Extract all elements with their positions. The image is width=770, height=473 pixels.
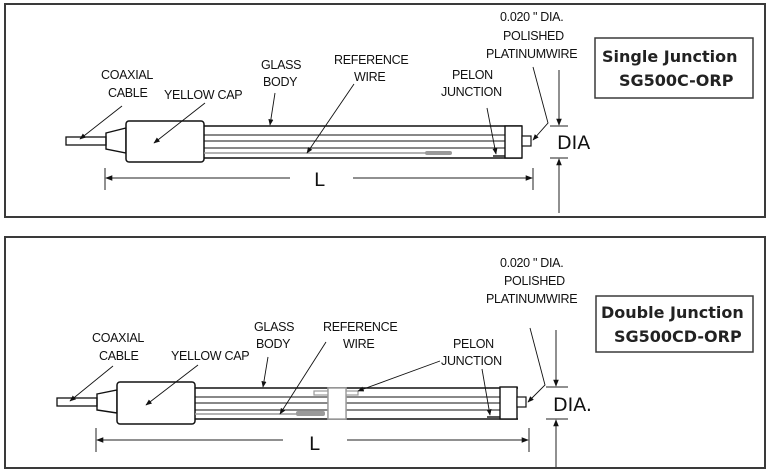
coaxial-label-line2: CABLE	[99, 349, 139, 363]
pelon-junction-leader	[486, 107, 498, 155]
yellow-cap-label: YELLOW CAP	[171, 349, 249, 363]
pelon-label-line1: PELON	[453, 337, 494, 351]
coaxial-leader	[69, 365, 114, 402]
platinum-label-line1: 0.020 " DIA.	[500, 256, 563, 270]
diameter-label: DIA	[557, 132, 590, 154]
platinum-wire	[516, 396, 527, 408]
end-cap	[499, 386, 518, 420]
reference-label-line1: REFERENCE	[334, 53, 408, 67]
title-line1: Double Junction	[601, 303, 744, 322]
platinum-label-line2: POLISHED	[504, 274, 565, 288]
electrode-drawing	[56, 381, 527, 425]
coaxial-cable	[65, 136, 107, 146]
reference-label-line1: REFERENCE	[323, 320, 397, 334]
glass-label-line2: BODY	[256, 337, 291, 351]
yellow-cap	[116, 381, 196, 425]
inner-junction-leader	[357, 360, 441, 392]
glass-body-leader	[261, 356, 269, 388]
model-number: SG500C-ORP	[619, 71, 734, 90]
yellow-cap	[125, 120, 205, 163]
title-box: Single Junction SG500C-ORP	[594, 37, 754, 99]
reference-label-line2: WIRE	[354, 70, 385, 84]
coaxial-leader	[79, 105, 123, 140]
title-line1: Single Junction	[602, 47, 738, 66]
title-box: Double Junction SG500CD-ORP	[595, 295, 754, 353]
glass-body	[204, 125, 522, 159]
reference-label-line2: WIRE	[343, 337, 374, 351]
reference-element	[425, 151, 452, 155]
coaxial-label-line2: CABLE	[108, 86, 148, 100]
platinum-label-line1: 0.020 " DIA.	[500, 10, 563, 24]
length-dimension: L	[95, 428, 530, 455]
pelon-label-line2: JUNCTION	[441, 85, 502, 99]
coaxial-cable	[56, 397, 98, 407]
glass-body	[195, 387, 518, 420]
yellow-cap-leader	[153, 102, 206, 144]
diameter-dimension: DIA	[550, 70, 590, 213]
end-cap	[504, 125, 523, 159]
yellow-cap-leader	[145, 364, 199, 406]
model-number: SG500CD-ORP	[614, 327, 742, 346]
platinum-wire-leader	[532, 66, 549, 141]
yellow-cap-label: YELLOW CAP	[164, 88, 242, 102]
electrode-drawing	[65, 120, 532, 163]
cable-strain-relief	[96, 389, 118, 414]
reference-element	[296, 411, 325, 416]
length-label: L	[309, 433, 320, 455]
panel-frame	[4, 3, 766, 218]
reference-wire-leader	[306, 83, 355, 154]
platinum-label-line3: PLATINUMWIRE	[486, 47, 577, 61]
glass-label-line1: GLASS	[261, 58, 301, 72]
reference-wire-leader	[279, 341, 327, 415]
pelon-label-line1: PELON	[452, 68, 493, 82]
pelon-label-line2: JUNCTION	[441, 354, 502, 368]
glass-label-line2: BODY	[263, 75, 298, 89]
panel-frame	[4, 236, 766, 469]
single-junction-panel: Single Junction SG500C-ORP	[4, 3, 766, 218]
coaxial-label-line1: COAXIAL	[92, 331, 144, 345]
diameter-dimension: DIA.	[546, 330, 592, 467]
platinum-wire	[521, 135, 532, 147]
cable-strain-relief	[105, 127, 127, 154]
coaxial-label-line1: COAXIAL	[101, 68, 153, 82]
platinum-label-line3: PLATINUMWIRE	[486, 292, 577, 306]
platinum-wire-leader	[527, 327, 546, 403]
platinum-label-line2: POLISHED	[503, 29, 564, 43]
pelon-junction-leader	[481, 368, 492, 416]
length-label: L	[314, 169, 325, 191]
glass-body-leader	[268, 92, 276, 126]
length-dimension: L	[104, 168, 534, 191]
glass-label-line1: GLASS	[254, 320, 294, 334]
double-junction-panel: Double Junction SG500CD-ORP	[4, 236, 766, 469]
diameter-label: DIA.	[553, 394, 592, 416]
